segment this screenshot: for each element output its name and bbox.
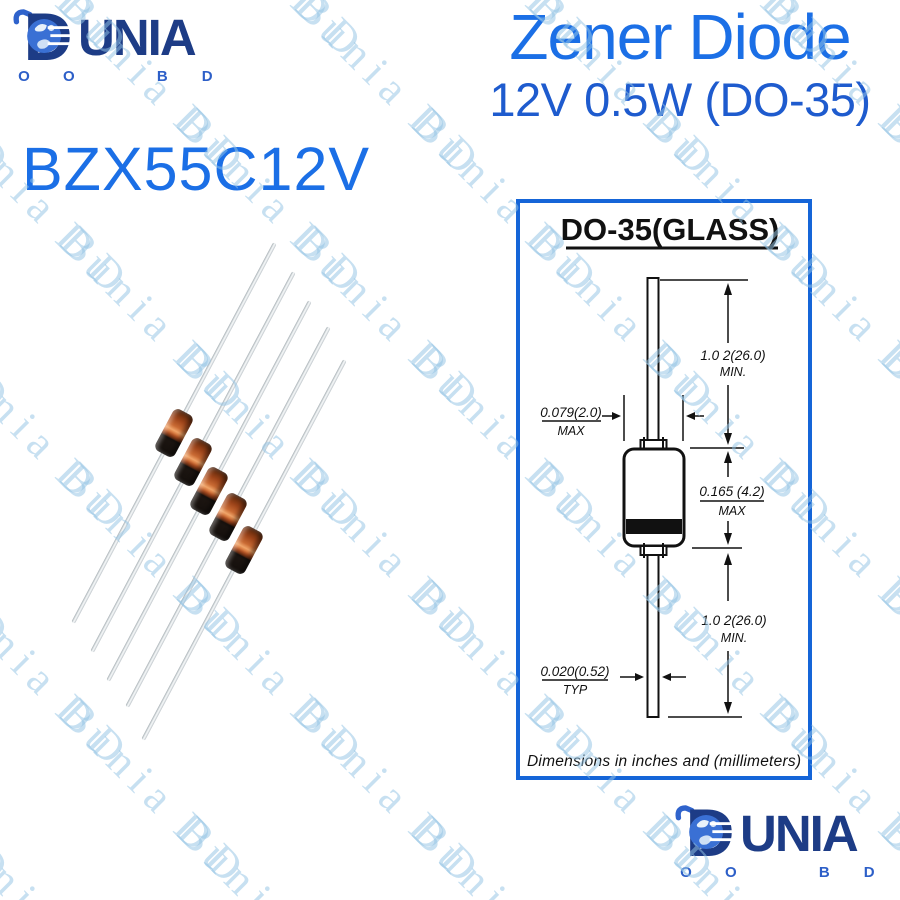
dim-lead-dia-qualifier: TYP [563, 683, 588, 697]
product-title: Zener Diode [509, 1, 851, 73]
cart-wheel-o: O [680, 864, 692, 881]
diagram-title: DO-35(GLASS) [561, 212, 780, 247]
dim-bottom-lead-qualifier: MIN. [721, 631, 747, 645]
diode-body [223, 524, 265, 576]
cart-wheel-o: O [18, 68, 30, 85]
dim-body-dia-qualifier: MAX [557, 424, 585, 438]
dim-body-len-qualifier: MAX [718, 504, 746, 518]
dim-bottom-lead-value: 1.0 2(26.0) [701, 613, 766, 628]
brand-logo-wordmark: D UNIA [674, 802, 878, 862]
package-diagram-box: DO-35(GLASS) [516, 199, 812, 780]
cart-globe-d-icon: D [675, 802, 739, 862]
cart-globe-d-icon: D [13, 6, 77, 66]
cart-wheel-o: O [725, 864, 737, 881]
logo-sub-letters: O O B D [674, 864, 878, 882]
logo-brand-text: UNIA [78, 9, 197, 66]
cart-wheel-o: O [63, 68, 75, 85]
logo-letter-b: B [818, 864, 830, 881]
logo-sub-letters: O O B D [12, 68, 216, 86]
logo-letter-d: D [863, 864, 875, 881]
dim-top-lead-qualifier: MIN. [720, 365, 746, 379]
dim-body-dia-value: 0.079(2.0) [540, 405, 602, 420]
dim-body-len-value: 0.165 (4.2) [699, 484, 764, 499]
logo-letter-b: B [156, 68, 168, 85]
diode-outline-drawing [622, 277, 686, 718]
brand-logo-top: D UNIA O O B D [12, 6, 216, 86]
package-diagram: DO-35(GLASS) [527, 212, 801, 770]
diagram-caption: Dimensions in inches and (millimeters) [527, 753, 801, 770]
brand-logo-wordmark: D UNIA [12, 6, 216, 66]
dimension-lines [542, 279, 764, 718]
logo-brand-text: UNIA [740, 805, 859, 862]
brand-logo-bottom: D UNIA O O B D [674, 802, 878, 882]
title-block: Zener Diode 12V 0.5W (DO-35) [468, 4, 892, 124]
dim-top-lead-value: 1.0 2(26.0) [700, 348, 765, 363]
part-number: BZX55C12V [22, 135, 371, 203]
dim-lead-dia-value: 0.020(0.52) [540, 664, 609, 679]
product-subtitle: 12V 0.5W (DO-35) [489, 72, 871, 126]
cathode-band [626, 519, 682, 534]
logo-letter-d: D [201, 68, 213, 85]
